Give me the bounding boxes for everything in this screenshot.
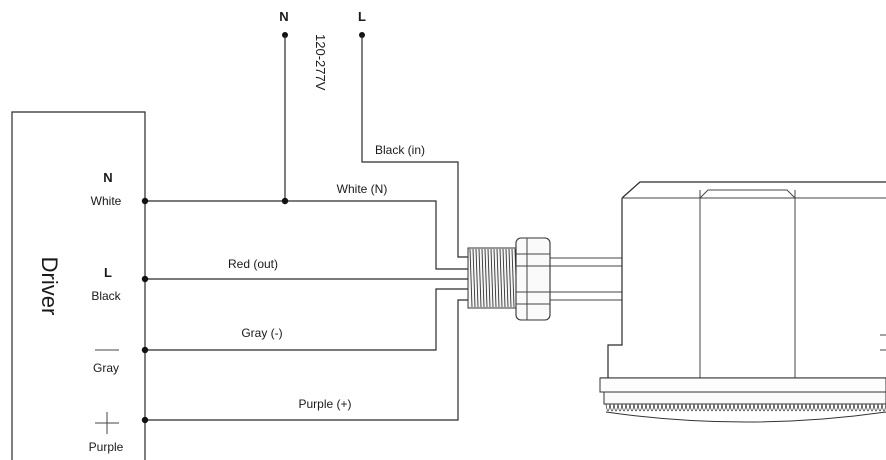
junction-dot: [141, 346, 149, 354]
driver-terminal-n-symbol: N: [103, 170, 112, 185]
lock-nut: [515, 237, 551, 321]
driver-title: Driver: [37, 257, 62, 316]
black-in-wire: [361, 35, 468, 258]
driver-terminal-l-symbol: L: [104, 265, 112, 280]
junction-dot: [141, 275, 149, 283]
white-n-label: White (N): [337, 182, 388, 196]
junction-dot: [141, 197, 149, 205]
junction-dot: [141, 416, 149, 424]
white-n-wire: [145, 200, 468, 270]
purple-plus-label: Purple (+): [298, 397, 351, 411]
conduit-neck: [550, 257, 622, 301]
supply-neutral-label: N: [279, 9, 288, 24]
threaded-fitting: [467, 247, 518, 309]
driver-terminal-gray-label: Gray: [93, 361, 119, 375]
voltage-label: 120-277V: [313, 34, 328, 91]
driver-box: [11, 111, 146, 460]
plus-symbol: [95, 412, 119, 434]
sensor-housing: [599, 181, 886, 405]
sensor-lens: [605, 403, 886, 423]
driver-terminal-black-label: Black: [91, 289, 121, 303]
black-in-label: Black (in): [375, 143, 425, 157]
gray-minus-wire: [145, 288, 468, 351]
purple-plus-wire: [145, 299, 468, 421]
junction-dot: [281, 197, 289, 205]
supply-line-label: L: [358, 9, 366, 24]
red-out-label: Red (out): [228, 257, 278, 271]
driver-terminal-purple-label: Purple: [89, 440, 124, 454]
driver-terminal-white-label: White: [91, 194, 122, 208]
gray-minus-label: Gray (-): [241, 326, 282, 340]
